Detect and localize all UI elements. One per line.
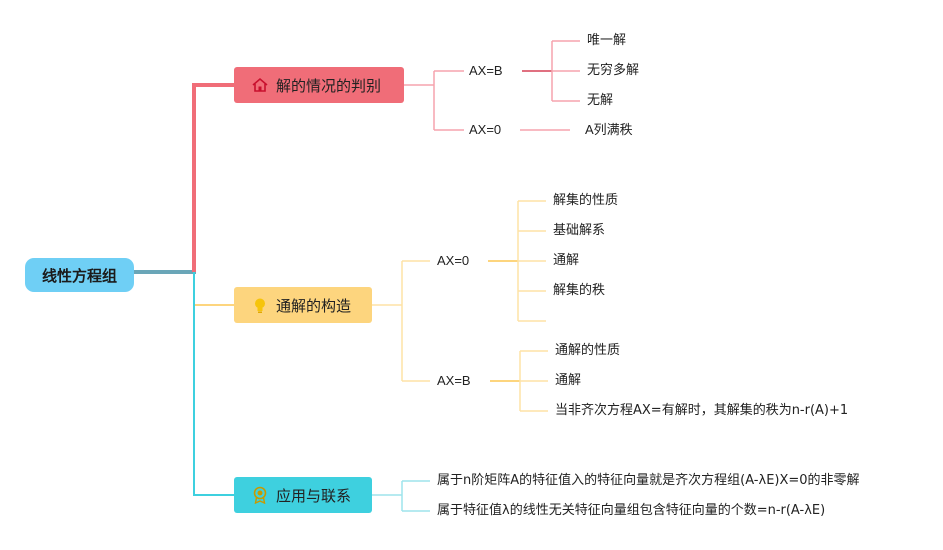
leaf-item[interactable]: 解集的秩 bbox=[553, 283, 606, 298]
root-node[interactable]: 线性方程组 bbox=[25, 258, 134, 292]
award-icon bbox=[250, 485, 270, 505]
group-label[interactable]: AX=0 bbox=[469, 122, 502, 137]
leaf-item[interactable]: 属于n阶矩阵A的特征值入的特征向量就是齐次方程组(A-λE)X=0的非零解 bbox=[437, 473, 860, 488]
leaf-item[interactable]: 基础解系 bbox=[553, 223, 606, 238]
branch-general-solution[interactable]: 通解的构造 bbox=[234, 287, 372, 323]
leaf-item[interactable]: 通解 bbox=[553, 253, 580, 268]
leaf-item[interactable]: 当非齐次方程AX=有解时，其解集的秩为n-r(A)+1 bbox=[555, 403, 849, 418]
group-label[interactable]: AX=B bbox=[469, 63, 503, 78]
leaf-item[interactable]: 通解 bbox=[555, 373, 582, 388]
branch-label: 解的情况的判别 bbox=[276, 76, 382, 95]
leaf-item[interactable]: 无解 bbox=[587, 93, 614, 108]
leaf-item[interactable]: 唯一解 bbox=[587, 33, 627, 48]
leaf-item[interactable]: 属于特征值λ的线性无关特征向量组包含特征向量的个数=n-r(A-λE) bbox=[437, 503, 826, 518]
branch-solution-judgement[interactable]: 解的情况的判别 bbox=[234, 67, 404, 103]
leaf-item[interactable]: 通解的性质 bbox=[555, 343, 621, 358]
branch-label: 应用与联系 bbox=[276, 486, 352, 505]
group-label[interactable]: AX=B bbox=[437, 373, 471, 388]
branch3-connectors bbox=[372, 480, 430, 512]
branch2-connectors bbox=[372, 200, 548, 412]
lightbulb-icon bbox=[250, 295, 270, 315]
branch1-connectors bbox=[404, 40, 580, 131]
leaf-item[interactable]: 无穷多解 bbox=[587, 63, 640, 78]
home-icon bbox=[250, 75, 270, 95]
root-connectors bbox=[134, 83, 234, 496]
group-label[interactable]: AX=0 bbox=[437, 253, 470, 268]
branch-applications[interactable]: 应用与联系 bbox=[234, 477, 372, 513]
leaf-item[interactable]: A列满秩 bbox=[585, 122, 633, 137]
leaf-item[interactable]: 解集的性质 bbox=[553, 193, 619, 208]
branch-label: 通解的构造 bbox=[276, 296, 352, 315]
root-label: 线性方程组 bbox=[41, 266, 117, 285]
